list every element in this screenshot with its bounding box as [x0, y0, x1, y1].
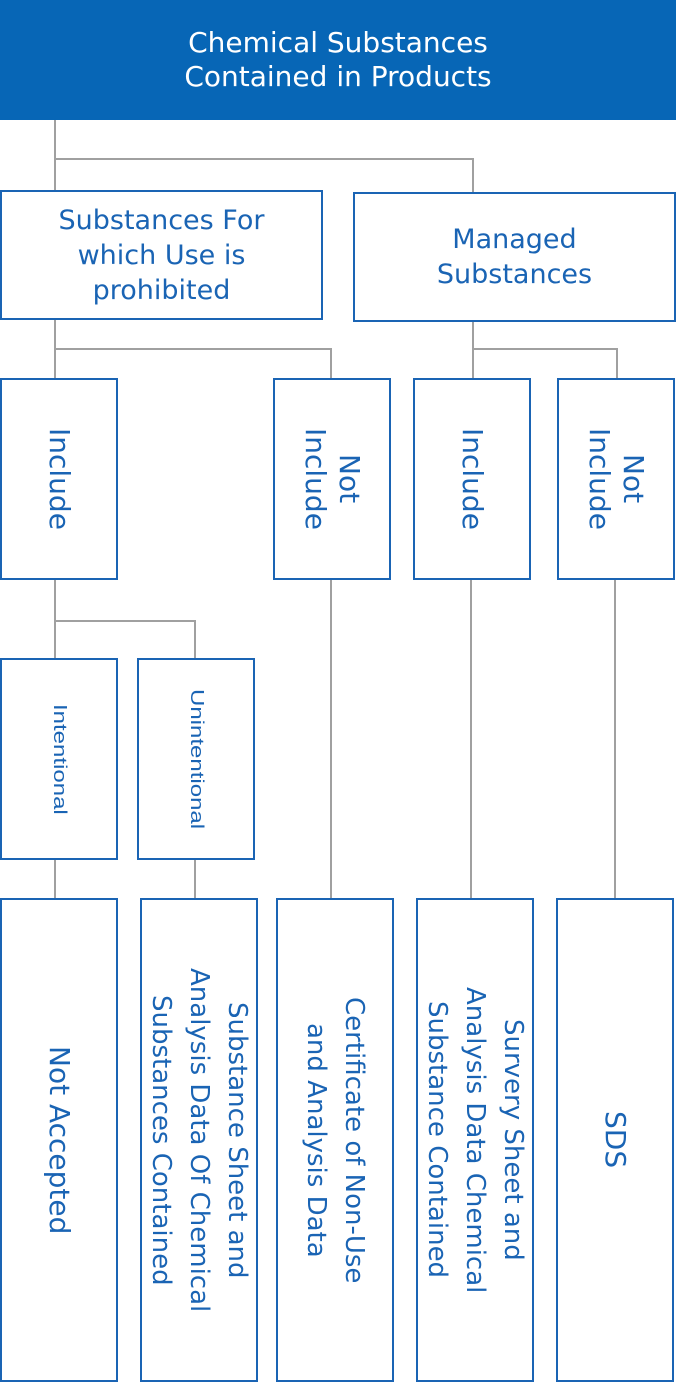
managed-include-node: Include	[413, 378, 531, 580]
sds-label: SDS	[599, 1111, 632, 1169]
connector-line	[54, 620, 196, 622]
certificate-node: Certificate of Non-Use and Analysis Data	[276, 898, 394, 1382]
intentional-label: Intentional	[49, 703, 70, 815]
managed-substances-label: Managed Substances	[436, 224, 593, 290]
connector-line	[54, 158, 474, 160]
not-accepted-node: Not Accepted	[0, 898, 118, 1382]
certificate-label: Certificate of Non-Use and Analysis Data	[301, 996, 369, 1284]
connector-line	[472, 320, 474, 380]
root-node: Chemical Substances Contained in Product…	[0, 0, 676, 120]
connector-line	[54, 858, 56, 900]
connector-line	[472, 348, 618, 350]
connector-line	[472, 158, 474, 192]
survey-sheet-label: Survery Sheet and Analysis Data Chemical…	[422, 986, 528, 1294]
root-node-label: Chemical Substances Contained in Product…	[184, 26, 492, 93]
connector-line	[330, 578, 332, 900]
connector-line	[54, 578, 56, 660]
prohibited-not-include-node: Not Include	[273, 378, 391, 580]
connector-line	[194, 858, 196, 900]
prohibited-substances-label: Substances For which Use is prohibited	[58, 204, 265, 306]
managed-substances-node: Managed Substances	[353, 192, 676, 322]
sds-node: SDS	[556, 898, 674, 1382]
prohibited-include-node: Include	[0, 378, 118, 580]
substance-sheet-label: Substance Sheet and Analysis Data Of Che…	[146, 967, 252, 1313]
connector-line	[194, 620, 196, 660]
managed-include-label: Include	[456, 428, 489, 530]
connector-line	[54, 120, 56, 192]
intentional-node: Intentional	[0, 658, 118, 860]
survey-sheet-node: Survery Sheet and Analysis Data Chemical…	[416, 898, 534, 1382]
connector-line	[614, 578, 616, 900]
connector-line	[54, 348, 332, 350]
substance-sheet-node: Substance Sheet and Analysis Data Of Che…	[140, 898, 258, 1382]
prohibited-substances-node: Substances For which Use is prohibited	[0, 190, 323, 320]
unintentional-node: Unintentional	[137, 658, 255, 860]
not-accepted-label: Not Accepted	[43, 1045, 76, 1235]
managed-not-include-node: Not Include	[557, 378, 675, 580]
prohibited-include-label: Include	[43, 428, 76, 530]
connector-line	[470, 578, 472, 900]
connector-line	[330, 348, 332, 380]
connector-line	[616, 348, 618, 380]
unintentional-label: Unintentional	[186, 688, 207, 830]
prohibited-not-include-label: Not Include	[299, 428, 366, 530]
managed-not-include-label: Not Include	[583, 428, 650, 530]
